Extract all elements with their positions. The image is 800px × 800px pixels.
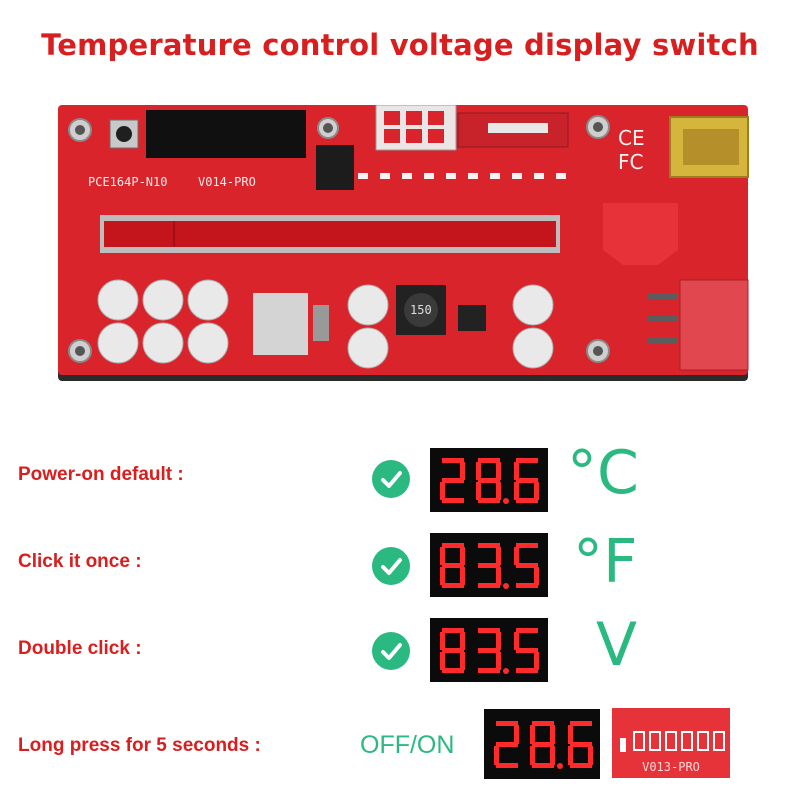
seven-segment-display xyxy=(430,533,548,597)
mode-label: Long press for 5 seconds : xyxy=(18,735,261,756)
mode-row-off-on: Long press for 5 seconds : OFF/ON xyxy=(0,705,800,785)
mode-row-voltage: Double click : V xyxy=(0,610,800,690)
voltage-unit: V xyxy=(596,610,638,680)
page-title: Temperature control voltage display swit… xyxy=(41,28,759,62)
off-on-label: OFF/ON xyxy=(360,731,455,759)
display-digits xyxy=(440,628,539,674)
display-digits xyxy=(440,543,539,589)
check-icon xyxy=(372,547,410,585)
check-icon xyxy=(372,460,410,498)
check-icon xyxy=(372,632,410,670)
fahrenheit-unit: °F xyxy=(573,527,638,597)
mode-label: Double click : xyxy=(18,638,142,659)
display-digits xyxy=(494,721,593,769)
mode-label: Click it once : xyxy=(18,551,142,572)
mode-row-fahrenheit: Click it once : °F xyxy=(0,525,800,605)
celsius-unit: °C xyxy=(567,438,639,508)
seven-segment-display xyxy=(430,618,548,682)
mode-row-celsius: Power-on default : °C xyxy=(0,438,800,520)
seven-segment-display xyxy=(484,709,600,779)
mode-label: Power-on default : xyxy=(18,464,184,485)
display-digits xyxy=(440,458,539,504)
svg-text:CE: CE xyxy=(618,126,645,150)
seven-segment-display xyxy=(430,448,548,512)
riser-board-image: CE FC xyxy=(58,105,758,380)
pcb-components: CE FC xyxy=(68,105,749,371)
mini-board-label: V013-PRO xyxy=(642,760,700,774)
board-model-label: PCE164P-N10 xyxy=(88,175,168,189)
inductor-label: 150 xyxy=(410,303,432,317)
mini-board-leds xyxy=(620,731,725,752)
mini-board-image: V013-PRO xyxy=(612,708,730,778)
svg-text:FC: FC xyxy=(618,150,643,174)
board-version-label: V014-PRO xyxy=(198,175,256,189)
